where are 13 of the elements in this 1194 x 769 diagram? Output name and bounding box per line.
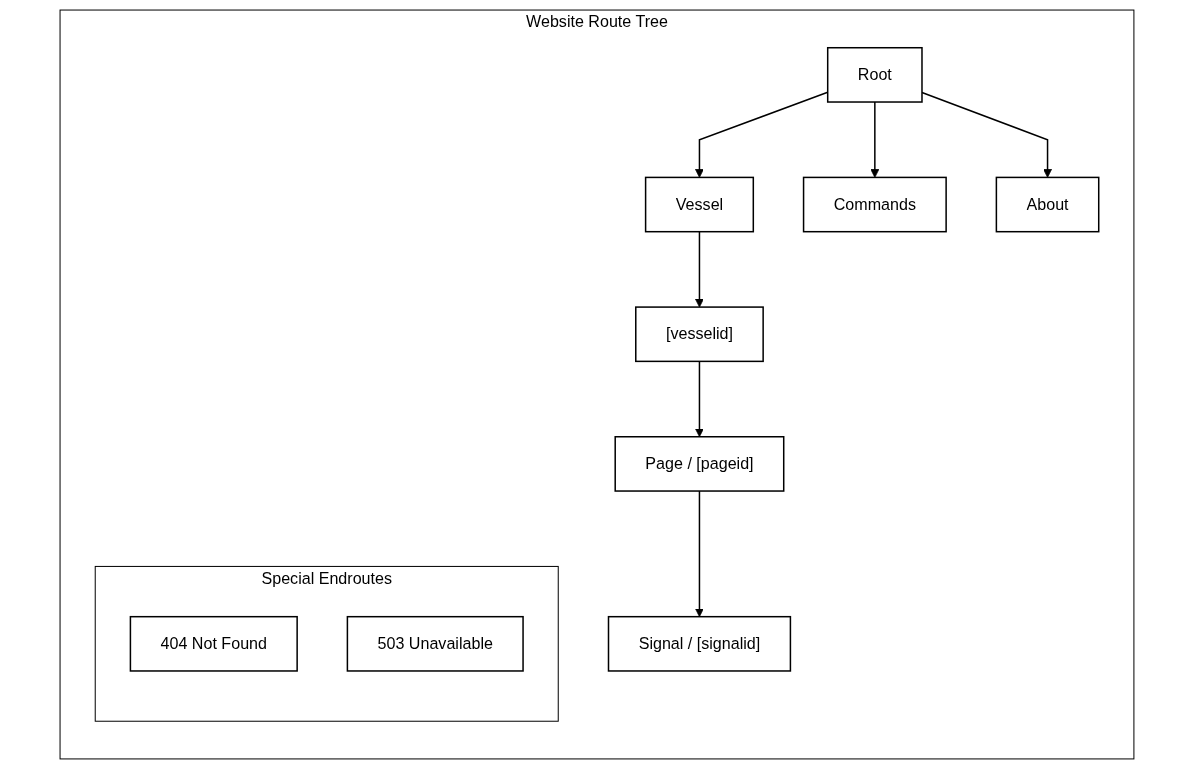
arrow <box>695 230 704 308</box>
node-box: Signal / [signalid] <box>607 615 792 672</box>
node-box: Commands <box>802 176 947 233</box>
node-box: 503 Unavailable <box>346 615 524 672</box>
node-box: Root <box>826 47 923 103</box>
node-box: Page / [pageid] <box>614 436 785 492</box>
node-box: Vessel <box>644 176 755 233</box>
node-box: 404 Not Found <box>129 615 298 672</box>
arrow <box>695 360 704 438</box>
node-box: About <box>995 176 1100 233</box>
arrow <box>870 101 880 178</box>
node-box: [vesselid] <box>635 306 764 363</box>
arrow <box>695 490 704 618</box>
